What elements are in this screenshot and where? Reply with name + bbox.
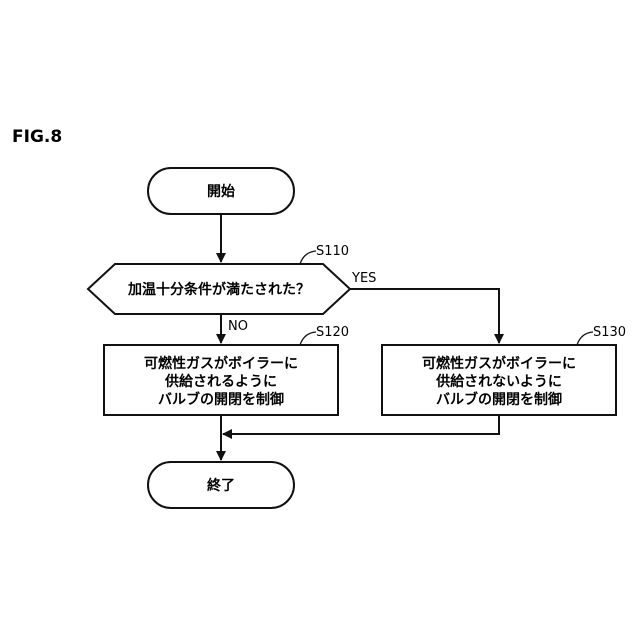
process-s120-line-3: バルブの開閉を制御 [158,391,284,408]
arrow-decision-yes-to-s130 [350,289,499,343]
end-terminal: 終了 [148,462,294,508]
process-s130-line-1: 可燃性ガスがボイラーに [422,355,576,372]
process-s120: 可燃性ガスがボイラーに 供給されるように バルブの開閉を制御 [104,345,338,415]
process-s130-line-2: 供給されないように [435,373,562,390]
yes-branch-label: YES [351,271,376,286]
start-terminal: 開始 [148,168,294,214]
s110-leader-line [300,251,316,264]
s120-step-label: S120 [316,325,349,340]
process-s120-line-2: 供給されるように [164,373,277,390]
process-s130: 可燃性ガスがボイラーに 供給されないように バルブの開閉を制御 [382,345,616,415]
decision-node: 加温十分条件が満たされた？ [88,264,350,314]
process-s130-line-3: バルブの開閉を制御 [436,391,562,408]
arrow-s130-merge [223,415,499,434]
figure-label: FIG.8 [12,127,62,147]
s110-step-label: S110 [316,244,349,259]
end-terminal-label: 終了 [207,477,235,494]
s120-leader-line [300,332,316,345]
s130-leader-line [577,332,593,345]
start-terminal-label: 開始 [207,183,235,200]
process-s120-line-1: 可燃性ガスがボイラーに [144,355,298,372]
s130-step-label: S130 [593,325,626,340]
decision-label: 加温十分条件が満たされた？ [127,281,310,298]
no-branch-label: NO [228,319,248,334]
